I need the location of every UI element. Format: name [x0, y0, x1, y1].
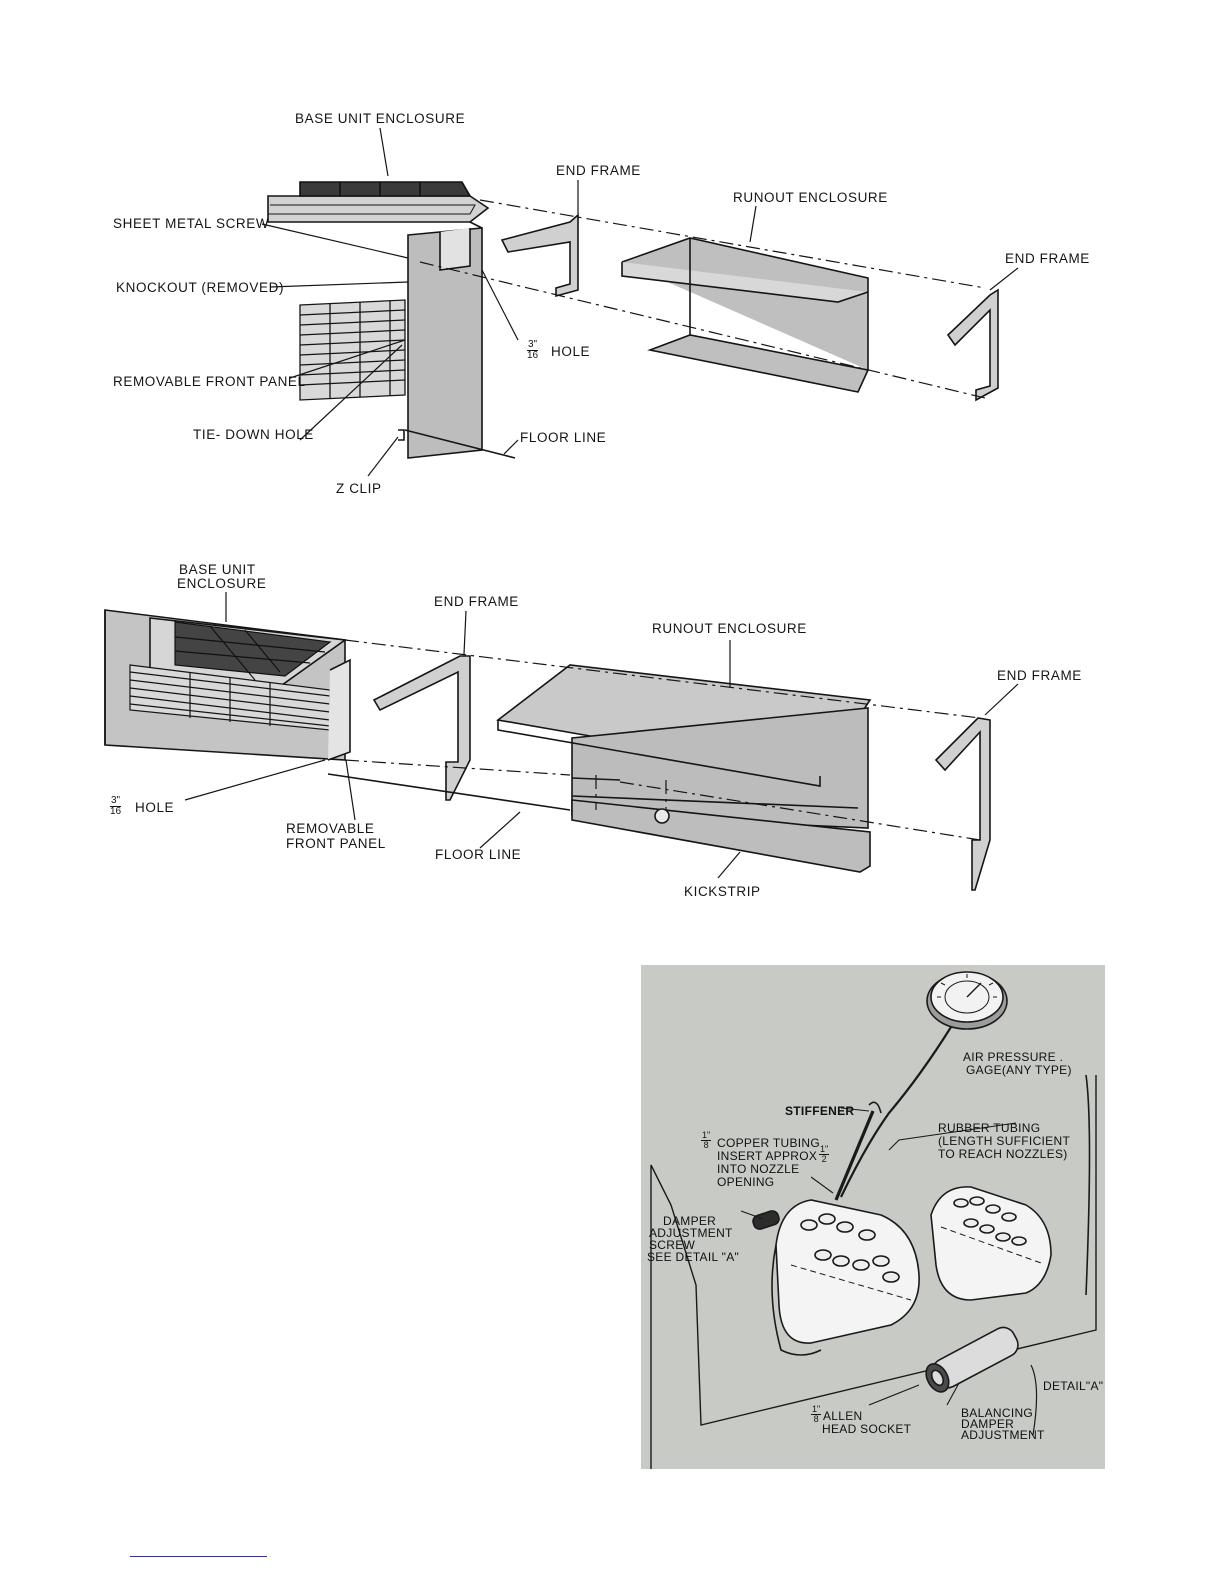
label-mid-removable-line2: FRONT PANEL [286, 836, 386, 851]
floor-line [404, 429, 516, 459]
nozzle-block-left [771, 1199, 920, 1356]
label-allen-line1: ALLEN [823, 1409, 863, 1423]
fraction-numerator: 1" [811, 1404, 822, 1415]
front-louvers [299, 299, 406, 401]
label-damper-line2: ADJUSTMENT [649, 1226, 733, 1240]
fraction-denominator: 16 [527, 350, 539, 361]
label-z-clip: Z CLIP [336, 481, 382, 496]
label-end-frame-right: END FRAME [1005, 251, 1090, 266]
label-rubber-line2: (LENGTH SUFFICIENT [938, 1134, 1071, 1148]
photo-drawing [650, 971, 1097, 1469]
end-frame-right [946, 288, 999, 402]
label-copper-line1: COPPER TUBING [717, 1136, 821, 1150]
footer-link-underline[interactable] [130, 1556, 267, 1557]
label-allen-line2: HEAD SOCKET [822, 1422, 912, 1436]
label-mid-base-unit-line2: ENCLOSURE [177, 576, 267, 591]
copper-tube [834, 1110, 875, 1201]
label-damper-line1: DAMPER [663, 1214, 717, 1228]
label-allen-fraction: 1" 8 [811, 1404, 822, 1424]
fraction-numerator: 1" [701, 1130, 712, 1141]
end-frame-left [500, 213, 579, 298]
label-floor-line: FLOOR LINE [520, 430, 607, 445]
label-base-unit-enclosure: BASE UNIT ENCLOSURE [295, 111, 466, 126]
label-balancing-line1: BALANCING [961, 1406, 1034, 1420]
middle-end-frame-right [934, 717, 991, 891]
label-removable-front-panel: REMOVABLE FRONT PANEL [113, 374, 306, 389]
label-mid-base-unit-line1: BASE UNIT [179, 562, 256, 577]
label-copper-half-fraction: 1" 2 [819, 1144, 830, 1164]
label-rubber-line1: RUBBER TUBING [938, 1121, 1041, 1135]
damper-screw [752, 1210, 780, 1230]
fraction-denominator: 8 [813, 1414, 819, 1424]
allen-socket [925, 1326, 1019, 1393]
middle-end-frame-left [372, 655, 471, 801]
label-mid-end-frame-left: END FRAME [434, 594, 519, 609]
fraction-denominator: 8 [703, 1140, 709, 1150]
label-mid-end-frame-right: END FRAME [997, 668, 1082, 683]
label-copper-line2: INSERT APPROX [717, 1149, 818, 1163]
label-hole: HOLE [551, 344, 591, 359]
label-balancing-line3: ADJUSTMENT [961, 1428, 1045, 1442]
label-air-pressure-line2: GAGE(ANY TYPE) [966, 1063, 1072, 1077]
label-mid-hole-fraction: 3" 16 [110, 795, 122, 817]
label-sheet-metal-screw: SHEET METAL SCREW [113, 216, 270, 231]
label-copper-line4: OPENING [717, 1175, 775, 1189]
label-balancing-line2: DAMPER [961, 1417, 1015, 1431]
kickstrip [571, 799, 871, 873]
label-mid-removable-line1: REMOVABLE [286, 821, 375, 836]
middle-grille [174, 621, 332, 681]
label-rubber-line3: TO REACH NOZZLES) [938, 1147, 1068, 1161]
label-end-frame-left: END FRAME [556, 163, 641, 178]
label-mid-floor-line: FLOOR LINE [435, 847, 522, 862]
label-mid-hole: HOLE [135, 800, 175, 815]
z-clip [398, 429, 405, 441]
base-unit-grille [299, 181, 472, 197]
label-detail-a: DETAIL"A" [1043, 1379, 1104, 1393]
nozzle-block-right [930, 1186, 1052, 1301]
kickstrip-fastener [654, 808, 670, 824]
fraction-denominator: 2 [821, 1154, 827, 1164]
fraction-numerator: 1" [819, 1144, 830, 1155]
label-damper-line4: SEE DETAIL "A" [647, 1250, 740, 1264]
label-copper-fraction: 1" 8 [701, 1130, 712, 1150]
label-mid-runout-enclosure: RUNOUT ENCLOSURE [652, 621, 807, 636]
label-knockout-removed: KNOCKOUT (REMOVED) [116, 280, 285, 295]
label-runout-enclosure: RUNOUT ENCLOSURE [733, 190, 888, 205]
label-tie-down-hole: TIE- DOWN HOLE [193, 427, 314, 442]
fraction-numerator: 3" [110, 795, 122, 807]
air-balancing-photo: AIR PRESSURE . GAGE(ANY TYPE) STIFFENER … [641, 965, 1105, 1469]
fraction-denominator: 16 [110, 806, 122, 817]
label-damper-line3: SCREW [649, 1238, 696, 1252]
rubber-tubing [840, 1026, 952, 1198]
air-pressure-gage [926, 971, 1008, 1030]
label-hole-fraction: 3" 16 [527, 339, 539, 361]
label-air-pressure-line1: AIR PRESSURE . [963, 1050, 1064, 1064]
fraction-numerator: 3" [527, 339, 539, 351]
label-mid-kickstrip: KICKSTRIP [684, 884, 761, 899]
label-copper-line3: INTO NOZZLE [717, 1162, 800, 1176]
label-stiffener: STIFFENER [785, 1104, 855, 1118]
